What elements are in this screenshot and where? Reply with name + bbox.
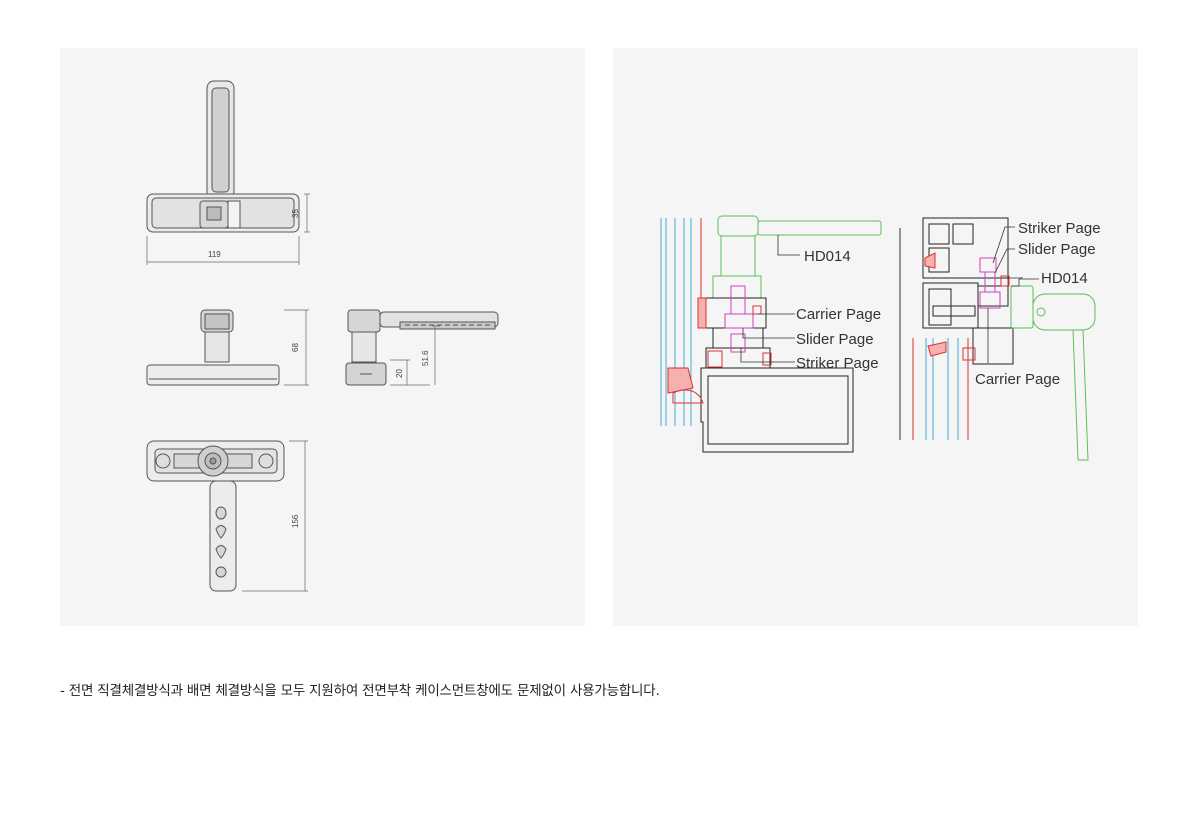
label-slider-left: Slider Page (796, 331, 874, 348)
dim-35: 35 (291, 209, 300, 218)
side-view-drawing (345, 309, 499, 386)
section-drawings: HD014 Carrier Page Slider Page Striker P… (660, 215, 1101, 461)
dim-119: 119 (208, 250, 221, 259)
label-striker-left: Striker Page (796, 355, 879, 372)
label-hd014-right: HD014 (1041, 270, 1088, 287)
label-striker-right: Striker Page (1018, 220, 1101, 237)
bottom-view-drawing (146, 440, 285, 592)
dim-156: 156 (291, 514, 300, 528)
dim-20: 20 (395, 369, 404, 378)
side-view-dimension-lines (390, 325, 440, 386)
dim-68: 68 (291, 343, 300, 352)
top-view-drawing (146, 80, 300, 233)
label-carrier-left: Carrier Page (796, 306, 881, 323)
label-slider-right: Slider Page (1018, 241, 1096, 258)
installation-section-panel: HD014 Carrier Page Slider Page Striker P… (613, 48, 1138, 626)
rear-mount-section (899, 217, 1096, 461)
dimension-drawing-panel: 35 119 68 20 51.6 156 (60, 48, 585, 626)
dimension-drawings: 35 119 68 20 51.6 156 (146, 80, 499, 592)
label-carrier-right: Carrier Page (975, 371, 1060, 388)
label-hd014-left: HD014 (804, 248, 851, 265)
front-view-drawing (146, 309, 280, 386)
front-mount-section (660, 215, 882, 453)
dim-51-6: 51.6 (421, 350, 430, 366)
bottom-view-dimension-lines (242, 440, 308, 592)
description-text: - 전면 직결체결방식과 배면 체결방식을 모두 지원하여 전면부착 케이스먼트… (60, 683, 660, 699)
front-view-dimension-lines (284, 309, 309, 386)
top-view-dimension-lines (146, 193, 310, 265)
